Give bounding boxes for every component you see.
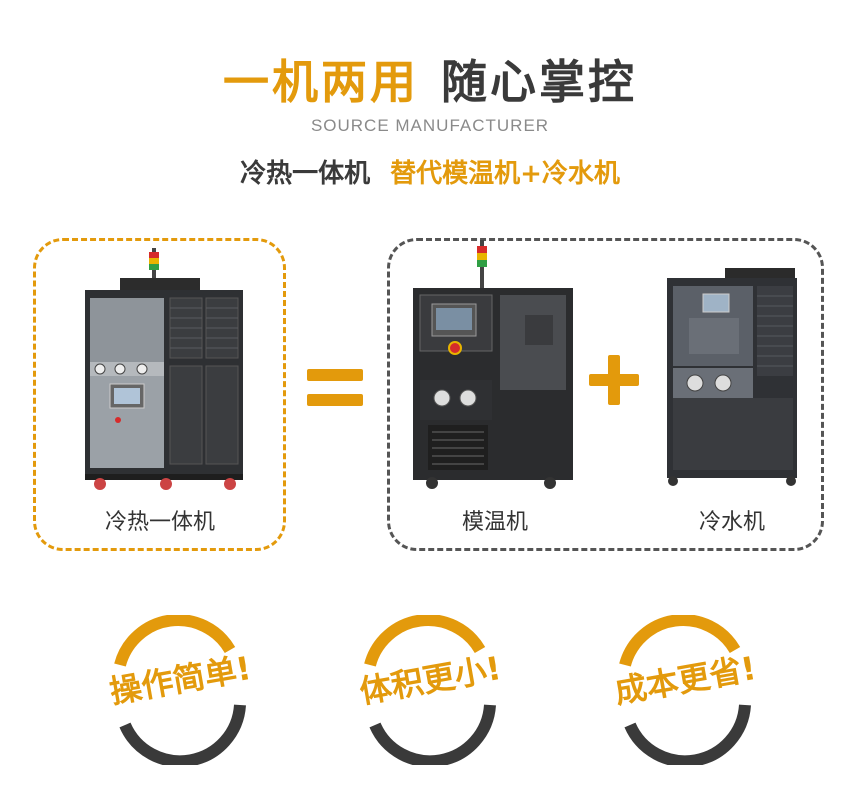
mold-temperature-machine-image [413,240,573,489]
mold-temperature-machine-label: 模温机 [461,510,528,535]
tagline-replace: 替代模温机+冷水机 [390,159,620,189]
badge-smaller-size: 体积更小! [330,614,530,768]
title-main: 随心掌控 [441,55,637,109]
integrated-machine-box [33,238,286,551]
badge-easy-operation: 操作简单! [80,614,280,768]
tagline: 冷热一体机替代模温机+冷水机 [0,154,860,194]
separate-machines-box [387,238,824,551]
badge-ring-icon [619,614,751,768]
water-chiller-image [667,268,797,486]
badge-ring-icon [364,614,496,768]
title-highlight: 一机两用 [223,55,419,109]
integrated-machine-label: 冷热一体机 [104,510,215,535]
tagline-product: 冷热一体机 [240,159,371,189]
water-chiller-label: 冷水机 [698,510,765,535]
integrated-machine-image [85,248,243,490]
page-subtitle: SOURCE MANUFACTURER [310,116,550,135]
badge-lower-cost: 成本更省! [585,614,785,768]
badge-ring-icon [114,614,246,768]
page-title: 一机两用随心掌控 [0,52,860,112]
equals-sign [307,365,363,410]
plus-sign [589,355,639,405]
